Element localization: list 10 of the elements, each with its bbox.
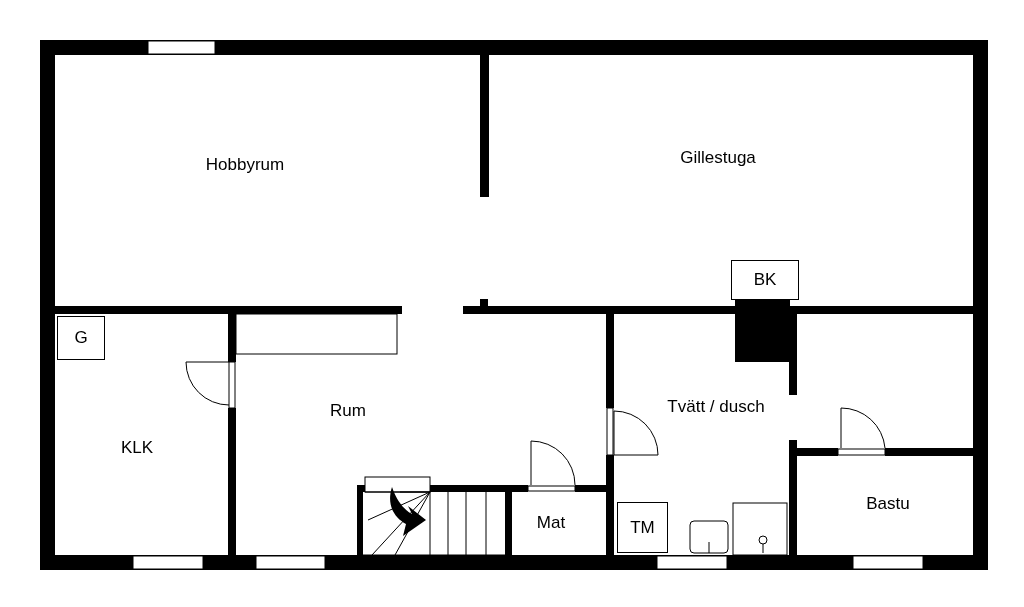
fixture-box: BK — [731, 260, 799, 300]
room-label: Mat — [536, 513, 566, 533]
fixture-box: G — [57, 316, 105, 360]
fixture-box: TM — [617, 502, 668, 553]
room-label: Bastu — [866, 494, 910, 514]
room-label: Hobbyrum — [205, 155, 285, 175]
room-label: Gillestuga — [680, 148, 756, 168]
room-label: KLK — [120, 438, 154, 458]
room-label: Tvätt / dusch — [667, 397, 765, 417]
room-label: Rum — [330, 401, 366, 421]
